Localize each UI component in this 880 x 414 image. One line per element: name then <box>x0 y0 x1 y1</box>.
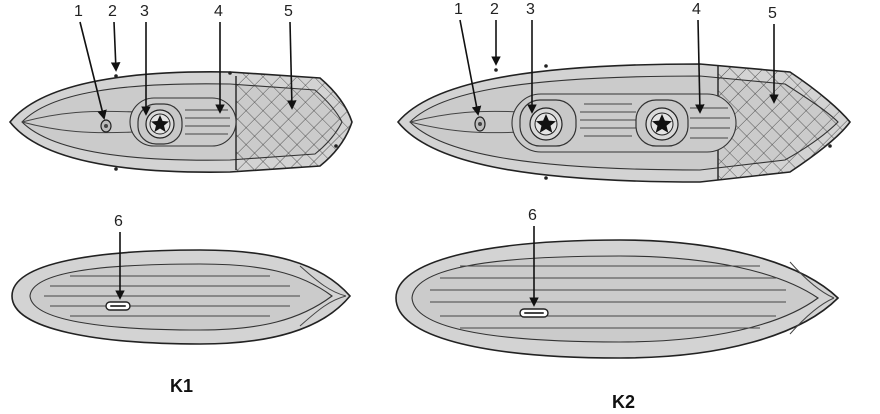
d-ring-icon <box>544 64 548 68</box>
d-ring-icon <box>544 176 548 180</box>
star-icon <box>536 114 556 133</box>
callout-1: 1 <box>74 3 83 20</box>
callout-arrow <box>79 21 107 120</box>
k1-top-view: 1 2 3 4 5 <box>8 3 353 173</box>
star-icon <box>151 115 169 132</box>
k1-bow-crease-bottom <box>21 121 136 134</box>
k2-top-view: 1 2 3 4 5 <box>396 1 852 183</box>
k1-keel-line <box>299 295 347 327</box>
callout-arrow <box>459 19 482 116</box>
drain-plug-slot <box>524 312 544 314</box>
valve-core <box>478 122 482 126</box>
k1-bow-crease-top <box>21 110 136 123</box>
k2-cargo-net <box>718 64 850 182</box>
k2-keel-line <box>789 261 835 299</box>
k2-bow-crease-bottom <box>409 121 521 134</box>
d-ring-icon <box>228 71 232 75</box>
d-ring-icon <box>114 167 118 171</box>
callout-4: 4 <box>214 3 223 20</box>
callout-6: 6 <box>528 207 537 224</box>
callout-4: 4 <box>692 1 701 18</box>
callout-5: 5 <box>768 5 777 22</box>
star-icon <box>652 114 672 133</box>
k1-keel-line <box>299 265 347 297</box>
model-label-k2: K2 <box>612 392 635 412</box>
d-ring-icon <box>334 144 338 148</box>
callout-5: 5 <box>284 3 293 20</box>
k1-bottom-view: 6 K1 <box>11 213 352 396</box>
callout-1: 1 <box>454 1 463 18</box>
callout-arrow <box>695 19 705 114</box>
callout-arrow <box>287 21 297 110</box>
d-ring-icon <box>114 74 118 78</box>
callout-6: 6 <box>114 213 123 230</box>
k1-cargo-net <box>236 71 352 173</box>
drain-plug-slot <box>110 305 126 307</box>
d-ring-icon <box>494 68 498 72</box>
callout-arrow <box>110 21 121 72</box>
callout-2: 2 <box>108 3 117 20</box>
model-label-k1: K1 <box>170 376 193 396</box>
d-ring-icon <box>828 144 832 148</box>
k2-bow-crease-top <box>409 110 521 123</box>
valve-core <box>104 124 108 128</box>
callout-2: 2 <box>490 1 499 18</box>
k1-bottom-inner <box>29 263 333 331</box>
callout-3: 3 <box>140 3 149 20</box>
callout-3: 3 <box>526 1 535 18</box>
k2-keel-line <box>789 297 835 335</box>
k2-bottom-view: 6 K2 <box>395 207 840 412</box>
